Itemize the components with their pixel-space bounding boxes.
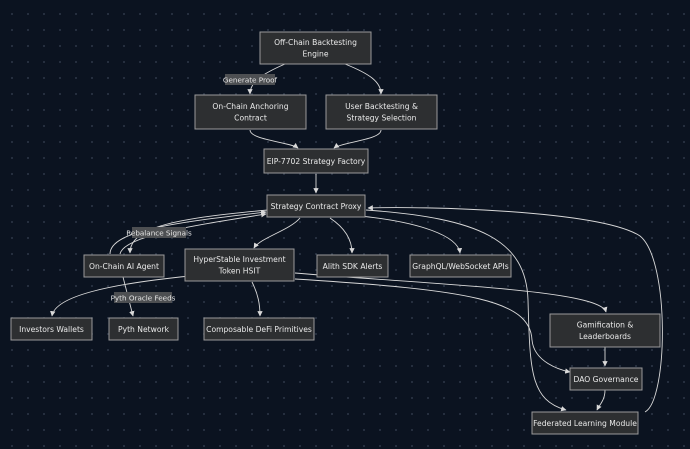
node-factory-label: EIP-7702 Strategy Factory <box>267 157 366 166</box>
edge-proxy-hsit <box>253 217 301 249</box>
edge-proxy-alith <box>329 217 355 254</box>
edge-label-pyth-oracle-feeds: Pyth Oracle Feeds <box>111 292 176 303</box>
node-hyperstable-hsit[interactable]: HyperStable Investment Token HSIT <box>184 248 295 282</box>
node-hsit-line-2: Token HSIT <box>218 267 261 276</box>
node-strategy-contract-proxy[interactable]: Strategy Contract Proxy <box>266 194 366 218</box>
edge-anchoring-factory <box>249 129 299 149</box>
node-user-backtesting[interactable]: User Backtesting & Strategy Selection <box>325 94 438 130</box>
node-composable-defi-primitives[interactable]: Composable DeFi Primitives <box>203 317 315 341</box>
edge-hsit-wallets <box>50 275 191 317</box>
node-investors-wallets[interactable]: Investors Wallets <box>10 317 93 341</box>
edge-userbt-factory <box>333 129 382 149</box>
node-hsit-line-1: HyperStable Investment <box>193 255 285 264</box>
edge-proxy-fed <box>365 209 567 412</box>
edge-label-pyth-oracle-feeds-text: Pyth Oracle Feeds <box>111 294 176 303</box>
node-offchain-backtesting-engine[interactable]: Off-Chain Backtesting Engine <box>259 31 372 65</box>
node-aiagent-label: On-Chain AI Agent <box>89 262 159 271</box>
node-anchoring-line-1: On-Chain Anchoring <box>212 102 288 111</box>
node-anchoring-line-2: Contract <box>234 114 267 123</box>
edge-label-generate-proof-text: Generate Proof <box>223 76 278 85</box>
node-offchain-line-1: Off-Chain Backtesting <box>274 38 357 47</box>
node-graphql-websocket-apis[interactable]: GraphQL/WebSocket APIs <box>409 254 512 278</box>
edge-dao-fed <box>596 389 606 411</box>
edge-proxy-graphql <box>359 215 463 254</box>
edges <box>50 63 663 413</box>
node-alith-sdk-alerts[interactable]: Alith SDK Alerts <box>316 254 389 278</box>
node-gamif-line-1: Gamification & <box>577 321 634 330</box>
node-userbt-line-1: User Backtesting & <box>345 102 418 111</box>
node-gamification-leaderboards[interactable]: Gamification & Leaderboards <box>549 313 661 348</box>
node-proxy-label: Strategy Contract Proxy <box>271 202 362 211</box>
node-dao-governance[interactable]: DAO Governance <box>569 367 643 391</box>
node-alith-label: Alith SDK Alerts <box>323 262 383 271</box>
node-gamif-line-2: Leaderboards <box>579 332 631 341</box>
node-pyth-network[interactable]: Pyth Network <box>108 317 179 341</box>
node-offchain-line-2: Engine <box>302 50 328 59</box>
node-eip7702-strategy-factory[interactable]: EIP-7702 Strategy Factory <box>263 148 369 174</box>
node-onchain-ai-agent[interactable]: On-Chain AI Agent <box>83 254 165 278</box>
node-pyth-label: Pyth Network <box>118 325 170 334</box>
edge-offchain-userbt <box>344 63 384 95</box>
node-graphql-label: GraphQL/WebSocket APIs <box>412 262 508 271</box>
node-userbt-line-2: Strategy Selection <box>347 114 417 123</box>
edge-hsit-dao <box>294 278 571 374</box>
node-wallets-label: Investors Wallets <box>19 325 84 334</box>
edge-hsit-defi <box>251 281 263 317</box>
node-dao-label: DAO Governance <box>574 375 639 384</box>
edge-label-rebalance-signals-text: Rebalance Signals <box>126 229 192 238</box>
edge-label-rebalance-signals: Rebalance Signals <box>126 227 192 238</box>
edge-hsit-gamif <box>294 272 608 313</box>
node-onchain-anchoring-contract[interactable]: On-Chain Anchoring Contract <box>194 94 307 130</box>
node-defi-label: Composable DeFi Primitives <box>206 325 312 334</box>
node-federated-learning-module[interactable]: Federated Learning Module <box>531 411 639 435</box>
node-fed-label: Federated Learning Module <box>533 419 637 428</box>
edge-label-generate-proof: Generate Proof <box>223 74 278 85</box>
edge-proxy-aiagent <box>127 209 269 254</box>
edge-fed-proxy <box>367 205 663 413</box>
